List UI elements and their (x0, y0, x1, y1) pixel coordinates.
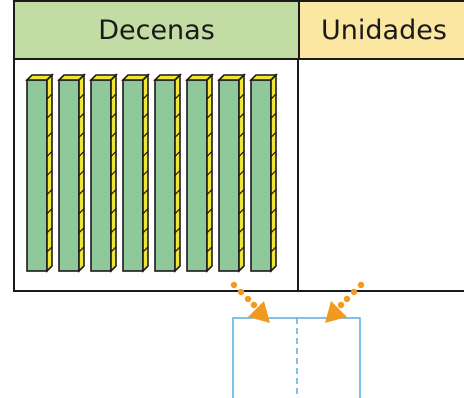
tens-column-header: Decenas (13, 0, 300, 60)
column-divider (297, 58, 299, 292)
ten-rod (89, 73, 118, 273)
ten-rod (57, 73, 86, 273)
ten-rod (217, 73, 246, 273)
ten-rod (185, 73, 214, 273)
ten-rod (249, 73, 278, 273)
units-header-label: Unidades (321, 14, 447, 46)
tens-header-label: Decenas (98, 14, 215, 46)
mini-place-value-frame (232, 317, 361, 398)
ten-rod (121, 73, 150, 273)
dotted-arrow-down-left-icon (325, 281, 365, 323)
ten-rod (25, 73, 54, 273)
dotted-arrow-down-right-icon (230, 281, 270, 323)
ten-rod (153, 73, 182, 273)
units-column-header: Unidades (298, 0, 464, 60)
